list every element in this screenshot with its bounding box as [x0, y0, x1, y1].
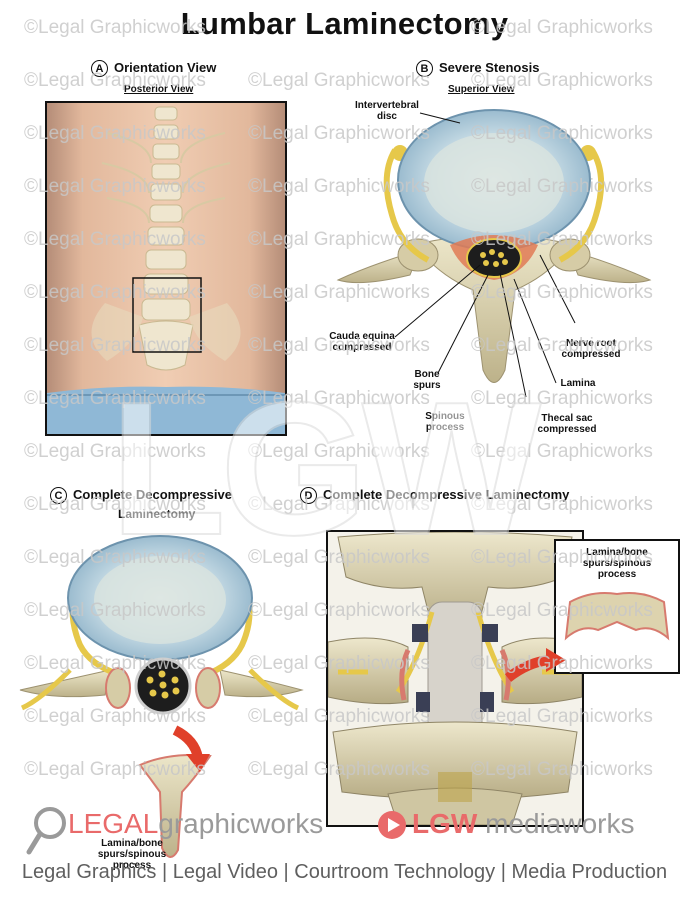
lgw-mediaworks-logo: LGW mediaworks: [412, 808, 634, 840]
label-cauda-equina: Cauda equina compressed: [329, 331, 395, 353]
lgw-watermark-logo: LGW: [109, 362, 542, 576]
logo-graphicworks: graphicworks: [158, 808, 324, 839]
page-title: Lumbar Laminectomy: [180, 6, 509, 41]
panel-b-heading: B Severe Stenosis: [416, 60, 540, 78]
logo-legal: LEGAL: [68, 808, 159, 839]
legal-graphicworks-logo: LEGALgraphicworks: [68, 808, 323, 840]
removed-lamina-piece: [564, 592, 670, 641]
panel-a-letter: A: [91, 60, 108, 78]
removal-arrow-icon: [504, 648, 566, 682]
posterior-back-illustration: [47, 103, 285, 434]
logo-lgw: LGW: [412, 808, 478, 839]
label-intervertebral-disc: Intervertebral disc: [355, 100, 419, 122]
play-icon: [378, 811, 406, 839]
panel-c-heading: C Complete Decompressive: [50, 487, 232, 505]
posterior-laminectomy-frame: [326, 530, 584, 827]
panel-b-letter: B: [416, 60, 433, 78]
label-lamina: Lamina: [560, 378, 596, 389]
panel-d-letter: D: [300, 487, 317, 505]
label-thecal-sac: Thecal sac compressed: [537, 413, 597, 435]
panel-a-heading: A Orientation View: [91, 60, 217, 78]
logo-mediaworks: mediaworks: [485, 808, 635, 839]
label-nerve-root: Nerve root compressed: [561, 338, 621, 360]
panel-b-subtitle: Superior View: [448, 84, 515, 95]
panel-c-letter: C: [50, 487, 67, 505]
panel-c-title-line2: Laminectomy: [118, 507, 196, 521]
label-spinous-process: Spinous process: [425, 411, 465, 433]
complete-decompressive-laminectomy-superior: [19, 535, 304, 858]
panel-c-title: Complete Decompressive: [73, 487, 232, 502]
panel-a-title: Orientation View: [114, 60, 217, 75]
removed-lamina-inset: Lamina/bone spurs/spinous process: [554, 539, 680, 674]
lumbar-region-box: [132, 277, 202, 353]
panel-b-title: Severe Stenosis: [439, 60, 540, 75]
watermark: ©Legal Graphicworks: [248, 70, 430, 91]
panel-d-title: Complete Decompressive Laminectomy: [323, 487, 570, 502]
panel-d-heading: D Complete Decompressive Laminectomy: [300, 487, 570, 505]
orientation-view-frame: [45, 101, 287, 436]
panel-a-subtitle: Posterior View: [124, 84, 194, 95]
label-bone-spurs: Bone spurs: [413, 369, 441, 391]
label-d-removed-lamina: Lamina/bone spurs/spinous process: [582, 547, 652, 580]
severe-stenosis-illustration: [336, 109, 652, 398]
footer-tagline: Legal Graphics | Legal Video | Courtroom…: [21, 861, 668, 883]
posterior-laminectomy-illustration: [328, 532, 582, 825]
label-c-removed-lamina: Lamina/bone spurs/spinous process: [97, 838, 167, 871]
magnifier-icon: [26, 807, 66, 855]
